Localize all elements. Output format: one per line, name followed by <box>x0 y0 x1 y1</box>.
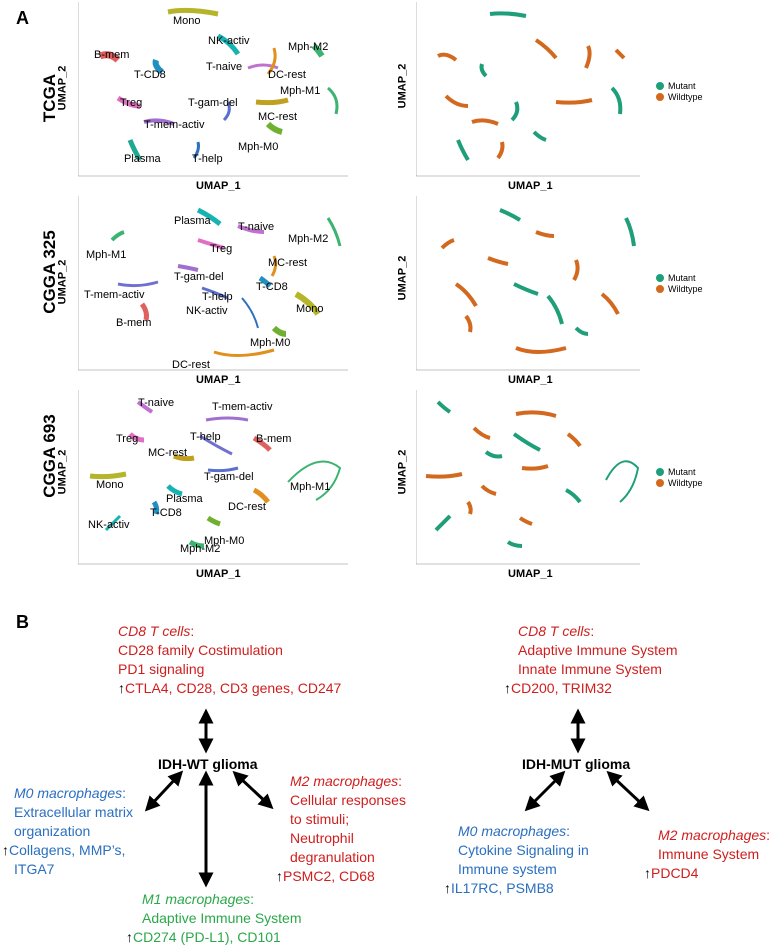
cluster-label: MC-rest <box>148 447 187 459</box>
idh-mut-node: IDH-MUT glioma <box>522 756 631 772</box>
x-axis-label: UMAP_1 <box>196 568 241 580</box>
up-arrow-icon: ↑ <box>644 865 651 881</box>
cluster-label: Plasma <box>174 215 212 227</box>
cluster-label: NK-activ <box>208 35 250 47</box>
cluster-label: T-help <box>190 431 221 443</box>
umap-celltype-tcga: Mono NK-activ B-mem T-CD8 T-naive Mph-M2… <box>77 2 348 180</box>
cluster-label: T-mem-activ <box>84 289 145 301</box>
cluster-label: Plasma <box>166 493 204 505</box>
up-arrow-icon: ↑ <box>444 880 451 896</box>
up-arrow-icon: ↑ <box>276 868 283 884</box>
cluster-label: DC-rest <box>268 69 306 81</box>
up-arrow-icon: ↑ <box>2 842 9 858</box>
umap-celltype-tcga-svg: Mono NK-activ B-mem T-CD8 T-naive Mph-M2… <box>77 2 348 177</box>
umap-celltype-cgga693-svg: T-naive T-mem-activ Treg T-help B-mem MC… <box>77 390 348 565</box>
y-axis-label: UMAP_2 <box>56 259 69 305</box>
cluster-label: Mph-M2 <box>288 41 328 53</box>
umap-mutation-cgga693-svg <box>415 390 640 565</box>
cluster-label: DC-rest <box>172 359 210 371</box>
cluster-label: Plasma <box>124 153 162 165</box>
cluster-label: B-mem <box>94 49 129 61</box>
cluster-label: Mph-M1 <box>86 249 126 261</box>
umap-mutation-cgga325 <box>415 196 640 374</box>
mutant-dot-icon <box>656 467 664 476</box>
mut-cd8-block: CD8 T cells: Adaptive Immune System Inna… <box>504 623 678 696</box>
wt-m2-block: M2 macrophages: Cellular responses to st… <box>276 773 406 884</box>
x-axis-label: UMAP_1 <box>508 180 553 192</box>
cluster-label: T-naive <box>206 61 242 73</box>
cluster-label: T-help <box>202 291 233 303</box>
cluster-label: Treg <box>210 243 232 255</box>
legend: Mutant Wildtype <box>656 80 703 102</box>
mutant-dot-icon <box>656 273 664 282</box>
cluster-label: B-mem <box>256 433 291 445</box>
cluster-label: T-CD8 <box>134 69 166 81</box>
wildtype-dot-icon <box>656 284 664 293</box>
cluster-label: Mph-M0 <box>238 141 278 153</box>
wt-cd8-block: CD8 T cells: CD28 family Costimulation P… <box>118 623 342 696</box>
x-axis-label: UMAP_1 <box>196 374 241 386</box>
cluster-label: MC-rest <box>258 111 297 123</box>
x-axis-label: UMAP_1 <box>196 180 241 192</box>
y-axis-label: UMAP_2 <box>396 63 409 109</box>
umap-mutation-tcga-svg <box>415 2 640 177</box>
up-arrow-icon: ↑ <box>504 680 511 696</box>
y-axis-label: UMAP_2 <box>56 65 69 111</box>
cluster-label: T-CD8 <box>256 281 288 293</box>
cluster-label: T-mem-activ <box>144 119 205 131</box>
umap-mutation-cgga693 <box>415 390 640 568</box>
cluster-label: Mono <box>296 303 324 315</box>
cluster-label: T-CD8 <box>150 507 182 519</box>
cluster-label: MC-rest <box>268 257 307 269</box>
cluster-label: NK-activ <box>88 519 130 531</box>
cluster-label: Mono <box>96 479 124 491</box>
cluster-label: T-naive <box>138 397 174 409</box>
umap-celltype-cgga325-svg: Plasma T-naive Mph-M2 Treg Mph-M1 MC-res… <box>77 196 348 371</box>
cluster-label: T-mem-activ <box>212 401 273 413</box>
cluster-label: Mono <box>173 15 201 27</box>
cluster-label: DC-rest <box>228 501 266 513</box>
cluster-label: Mph-M2 <box>288 233 328 245</box>
cluster-label: T-gam-del <box>204 471 254 483</box>
up-arrow-icon: ↑ <box>118 680 125 696</box>
legend: Mutant Wildtype <box>656 272 703 294</box>
umap-mutation-tcga <box>415 2 640 180</box>
x-axis-label: UMAP_1 <box>508 374 553 386</box>
legend: Mutant Wildtype <box>656 466 703 488</box>
cluster-label: Mph-M0 <box>250 337 290 349</box>
umap-celltype-cgga693: T-naive T-mem-activ Treg T-help B-mem MC… <box>77 390 348 568</box>
panel-b-arrows <box>144 708 650 888</box>
cluster-label: T-naive <box>238 221 274 233</box>
y-axis-label: UMAP_2 <box>396 255 409 301</box>
x-axis-label: UMAP_1 <box>508 568 553 580</box>
cluster-label: Mph-M0 <box>204 535 244 547</box>
umap-mutation-cgga325-svg <box>415 196 640 371</box>
panel-b-label: B <box>16 612 29 632</box>
cluster-label: T-gam-del <box>174 271 224 283</box>
cluster-label: B-mem <box>116 317 151 329</box>
y-axis-label: UMAP_2 <box>56 449 69 495</box>
cluster-label: T-help <box>192 153 223 165</box>
cluster-label: NK-activ <box>186 305 228 317</box>
wildtype-dot-icon <box>656 478 664 487</box>
wt-m1-block: M1 macrophages: Adaptive Immune System ↑… <box>126 891 302 945</box>
wildtype-dot-icon <box>656 92 664 101</box>
idh-wt-node: IDH-WT glioma <box>158 756 258 772</box>
umap-celltype-cgga325: Plasma T-naive Mph-M2 Treg Mph-M1 MC-res… <box>77 196 348 374</box>
wt-m0-block: M0 macrophages: Extracellular matrix org… <box>2 785 134 877</box>
cluster-label: T-gam-del <box>188 97 238 109</box>
up-arrow-icon: ↑ <box>126 929 133 945</box>
cluster-label: Treg <box>120 97 142 109</box>
panel-a-label: A <box>16 8 29 28</box>
cluster-label: Mph-M2 <box>180 543 220 555</box>
mutant-dot-icon <box>656 81 664 90</box>
cluster-label: Mph-M1 <box>290 481 330 493</box>
mut-m2-block: M2 macrophages: Immune System ↑PDCD4 <box>644 827 771 881</box>
mut-m0-block: M0 macrophages: Cytokine Signaling in Im… <box>444 823 589 896</box>
cluster-label: Treg <box>116 433 138 445</box>
cluster-label: Mph-M1 <box>280 85 320 97</box>
y-axis-label: UMAP_2 <box>396 449 409 495</box>
